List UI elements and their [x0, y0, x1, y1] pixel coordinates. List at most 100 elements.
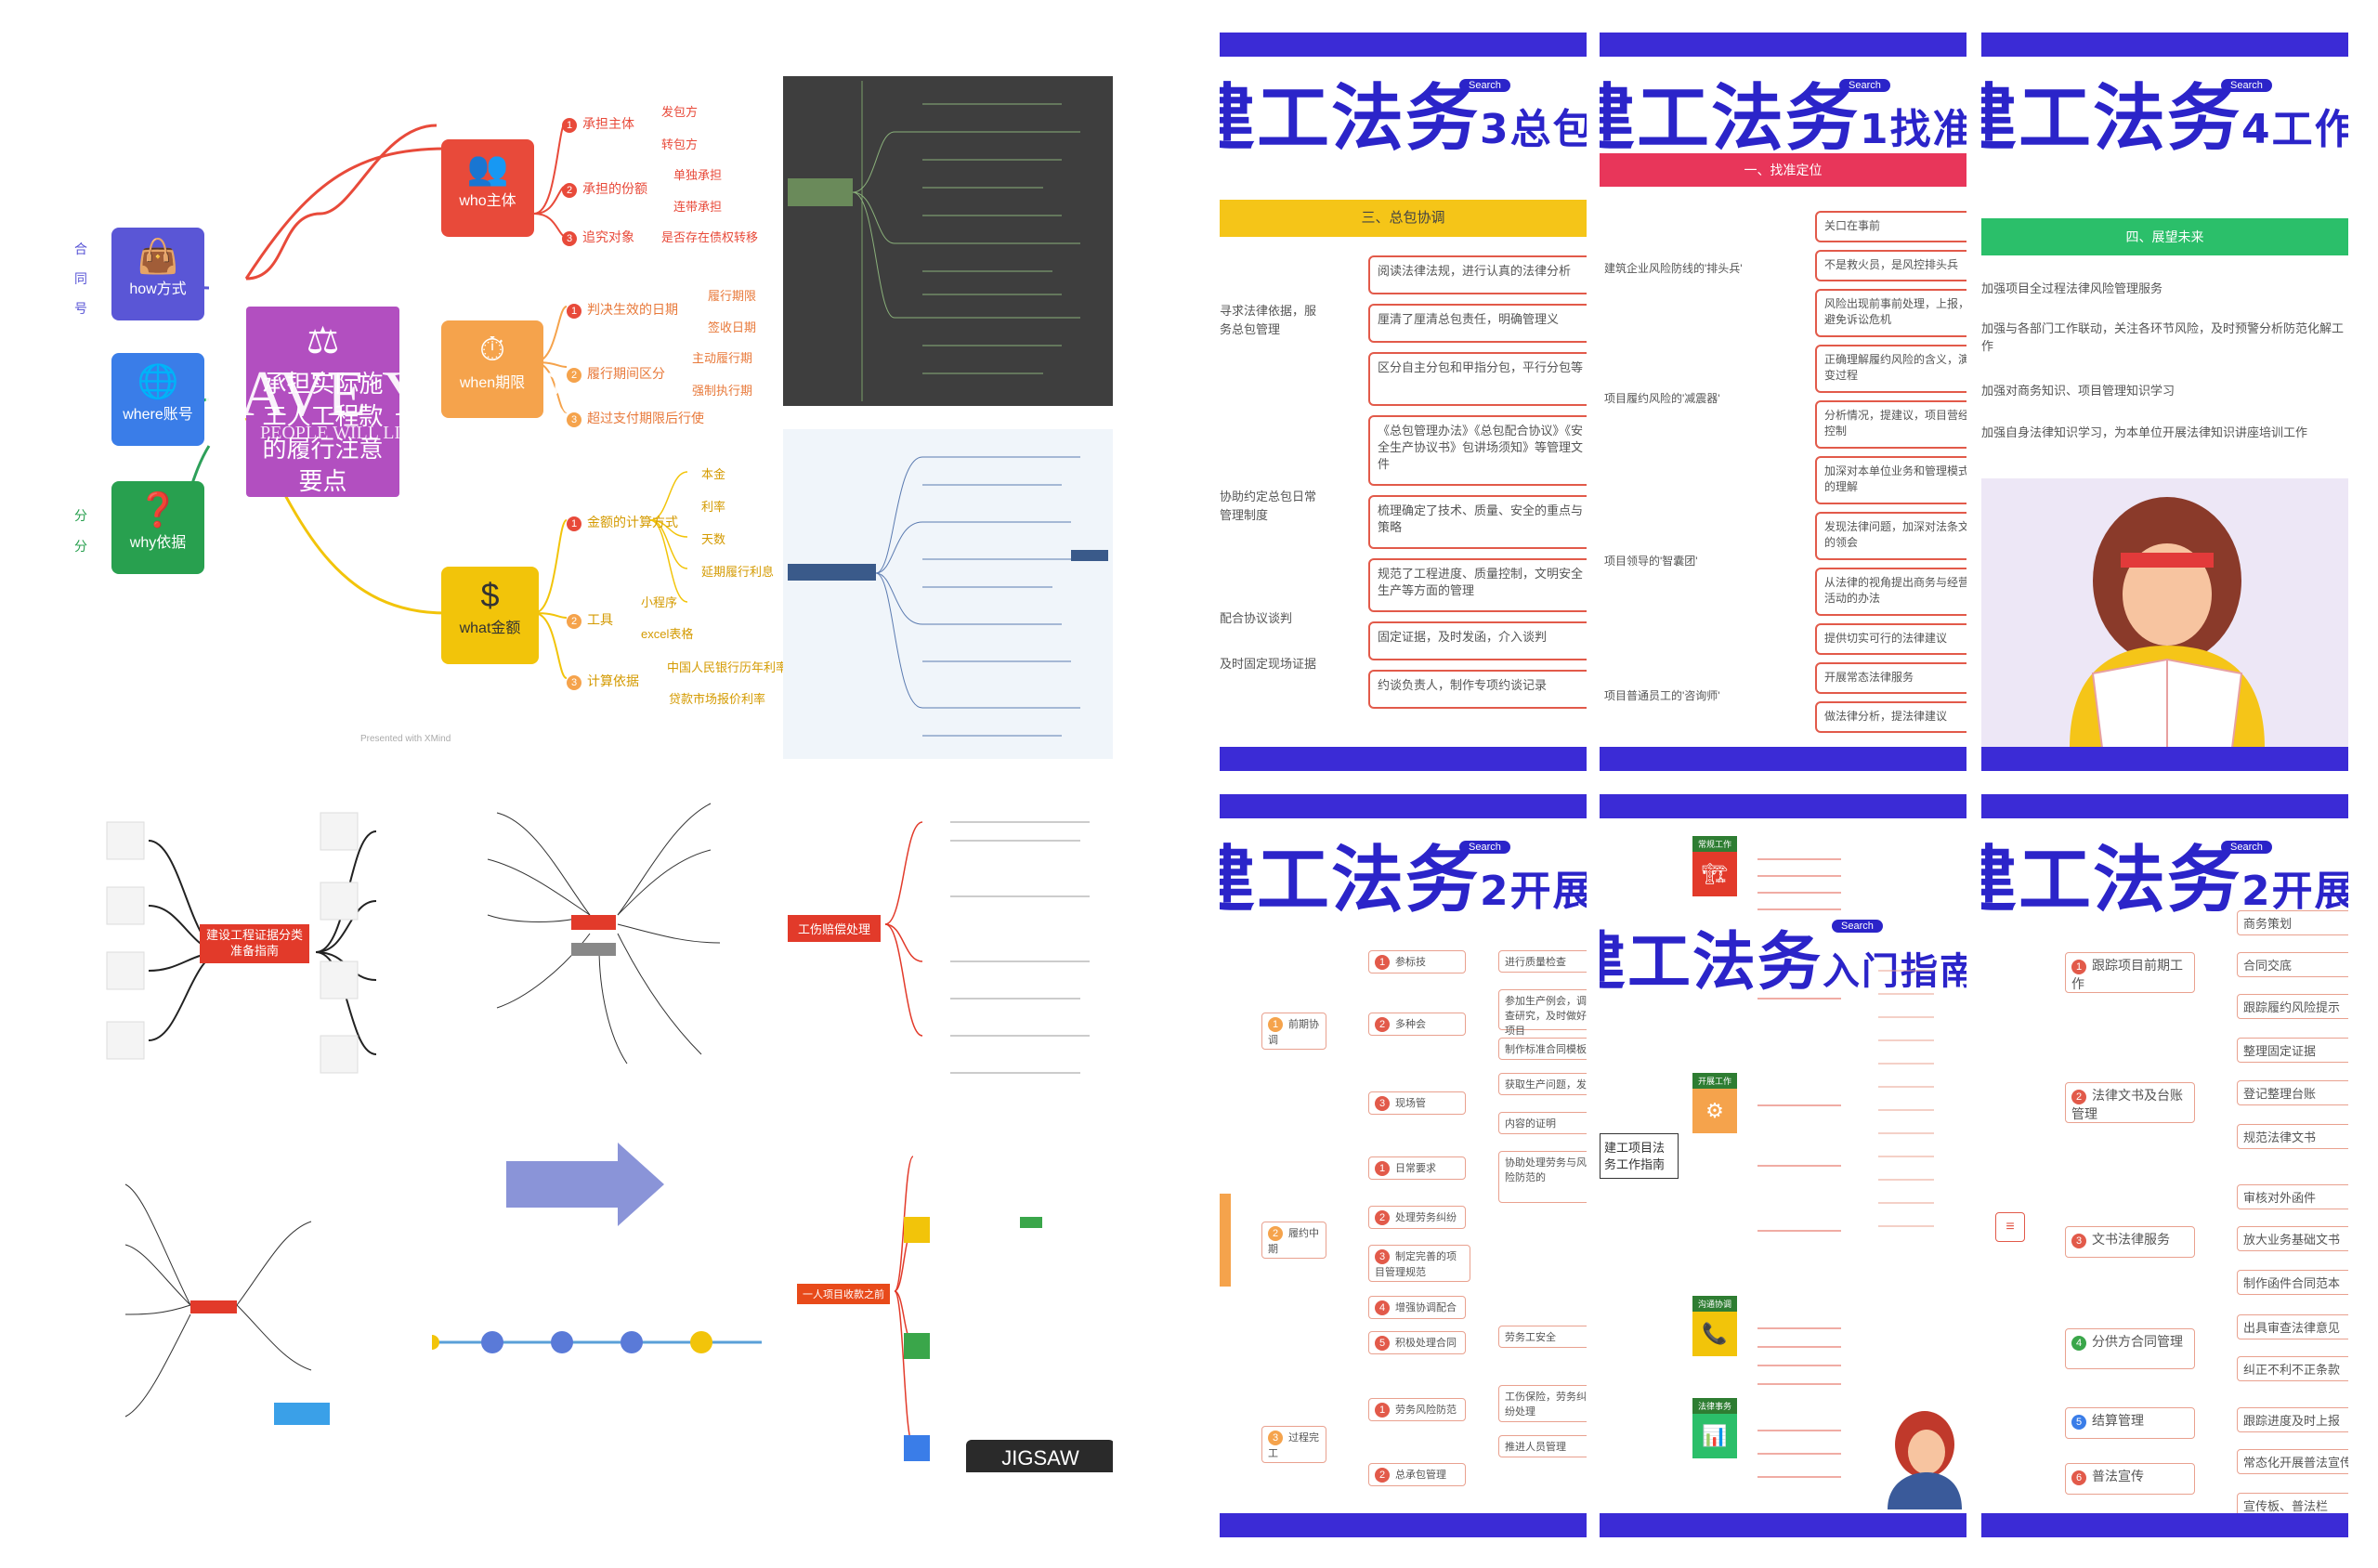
- what-node[interactable]: $ what金额: [441, 567, 539, 664]
- poster2-left-2: 项目履约风险的'减震器': [1604, 392, 1720, 405]
- poster1-right-1: 阅读法律法规，进行认真的法律分析: [1368, 255, 1587, 294]
- poster-outlook[interactable]: 建工法务4工作展 Search 四、展望未来 加强项目全过程法律风险管理服务 加…: [1981, 33, 2348, 771]
- when-label: when期限: [459, 375, 526, 391]
- who-sub-1: 发包方: [661, 105, 699, 119]
- when-sub-4: 强制执行期: [692, 384, 753, 398]
- who-sub-2: 转包方: [661, 137, 699, 151]
- poster5-topbar: [1600, 794, 1966, 818]
- who-node[interactable]: 👥 who主体: [441, 139, 534, 237]
- poster1-left-3: 配合协议谈判: [1220, 611, 1293, 625]
- why-node[interactable]: ❓ why依据: [111, 481, 204, 574]
- poster5-tag-1: 常规工作 🏗: [1692, 836, 1737, 896]
- poster6-right-12: 跟踪进度及时上报: [2237, 1407, 2348, 1432]
- poster-positioning[interactable]: 建工法务1找准定 Search 一、找准定位 建筑企业风险防线的'排头兵' 项目…: [1600, 33, 1966, 771]
- poster2-right-2: 不是救火员，是风控排头兵: [1815, 250, 1966, 281]
- poster4-search: Search: [1459, 841, 1510, 854]
- timeline-thumb[interactable]: [432, 1138, 762, 1472]
- poster2-right-4: 正确理解履约风险的含义，演变过程: [1815, 345, 1966, 393]
- poster1-title: 建工法务3总包协: [1220, 78, 1587, 159]
- poster2-right-6: 加深对本单位业务和管理模式的理解: [1815, 456, 1966, 504]
- poster-coordination[interactable]: 建工法务3总包协 Search 三、总包协调 寻求法律依据，服务总包管理 协助约…: [1220, 33, 1587, 771]
- phone-woman-illustration: [1888, 1411, 1962, 1509]
- what-sub-5: 小程序: [641, 595, 678, 609]
- poster6-search: Search: [2221, 841, 2272, 854]
- dark-mindmap-thumb[interactable]: [783, 76, 1113, 406]
- poster1-right-8: 约谈负责人，制作专项约谈记录: [1368, 670, 1587, 709]
- poster4-right-1: 进行质量检查: [1498, 950, 1587, 973]
- poster1-search: Search: [1459, 79, 1510, 92]
- poster-guide[interactable]: 建工法务入门指南 Search 建工项目法务工作指南 常规工作 🏗 开展工作 ⚙…: [1600, 794, 1966, 1537]
- timeline-graphic: [432, 1143, 762, 1353]
- poster6-right-8: 放大业务基础文书: [2237, 1226, 2348, 1251]
- what-sub-4: 延期履行利息: [701, 565, 775, 579]
- poster4-title: 建工法务2开展工: [1220, 840, 1587, 921]
- left-snip-1: 合: [74, 242, 87, 256]
- poster2-left-4: 项目普通员工的'咨询师': [1604, 689, 1720, 702]
- poster2-bottombar: [1600, 747, 1966, 771]
- poster2-title: 建工法务1找准定: [1600, 78, 1966, 159]
- poster2-right-8: 从法律的视角提出商务与经营活动的办法: [1815, 568, 1966, 616]
- poster2-search: Search: [1839, 79, 1890, 92]
- where-label: where账号: [123, 407, 193, 423]
- poster1-right-6: 规范了工程进度、质量控制，文明安全生产等方面的管理: [1368, 558, 1587, 612]
- left-snip-2: 同: [74, 271, 87, 286]
- when-node[interactable]: ⏱ when期限: [441, 320, 543, 418]
- process-mindmap-thumb[interactable]: [70, 1138, 413, 1472]
- center-node[interactable]: ⚖ 承担实际施工人工程款的履行注意要点: [246, 307, 399, 497]
- process-mindmap-lines: [124, 1183, 330, 1425]
- left-snip-4: 分: [74, 508, 87, 523]
- poster6-right-11: 纠正不利不正条款: [2237, 1356, 2348, 1381]
- how-node[interactable]: 👜 how方式: [111, 228, 204, 320]
- poster1-topbar: [1220, 33, 1587, 57]
- project-mindmap-thumb[interactable]: 一人项目收款之前 JIGSAW: [783, 1138, 1113, 1472]
- people-icon: 👥: [466, 149, 509, 187]
- injury-mindmap-thumb[interactable]: 工伤赔偿处理: [783, 785, 1113, 1101]
- poster3-line-1: 加强项目全过程法律风险管理服务: [1981, 281, 2163, 295]
- where-node[interactable]: 🌐 where账号: [111, 353, 204, 446]
- center-title: 承担实际施工人工程款的履行注意要点: [262, 370, 384, 496]
- how-label: how方式: [129, 281, 187, 297]
- detail-mindmap-thumb[interactable]: [432, 785, 752, 1101]
- poster6-right-7: 审核对外函件: [2237, 1184, 2348, 1209]
- question-icon: ❓: [137, 490, 179, 529]
- what-sub-2: 利率: [701, 500, 726, 514]
- poster1-bottombar: [1220, 747, 1587, 771]
- poster5-bottombar: [1600, 1513, 1966, 1537]
- what-sub-6: excel表格: [641, 627, 694, 641]
- poster2-right-1: 关口在事前: [1815, 211, 1966, 242]
- what-sub-8: 贷款市场报价利率: [669, 692, 766, 706]
- who-label: who主体: [459, 193, 516, 209]
- poster3-line-2: 加强与各部门工作联动，关注各环节风险，及时预警分析防范化解工作: [1981, 321, 2345, 353]
- poster6-bottombar: [1981, 1513, 2348, 1537]
- poster3-title: 建工法务4工作展: [1981, 78, 2348, 159]
- jigsaw-badge: JIGSAW: [966, 1440, 1113, 1472]
- dollar-icon: $: [480, 576, 500, 614]
- project-mindmap-lines: [894, 1156, 1042, 1461]
- evidence-guide-title: 建设工程证据分类准备指南: [200, 924, 309, 963]
- poster2-right-9: 提供切实可行的法律建议: [1815, 623, 1966, 655]
- poster2-topbar: [1600, 33, 1966, 57]
- poster4-right-5: 内容的证明: [1498, 1112, 1587, 1134]
- when-sub-1: 履行期限: [708, 289, 757, 303]
- poster5-search: Search: [1832, 920, 1883, 933]
- injury-mindmap-lines: [884, 821, 1090, 1074]
- light-mindmap-thumb[interactable]: [783, 429, 1113, 759]
- poster1-banner: 三、总包协调: [1220, 200, 1587, 237]
- evidence-guide-thumb[interactable]: 建设工程证据分类准备指南: [70, 785, 413, 1101]
- what-sub-3: 天数: [701, 532, 726, 546]
